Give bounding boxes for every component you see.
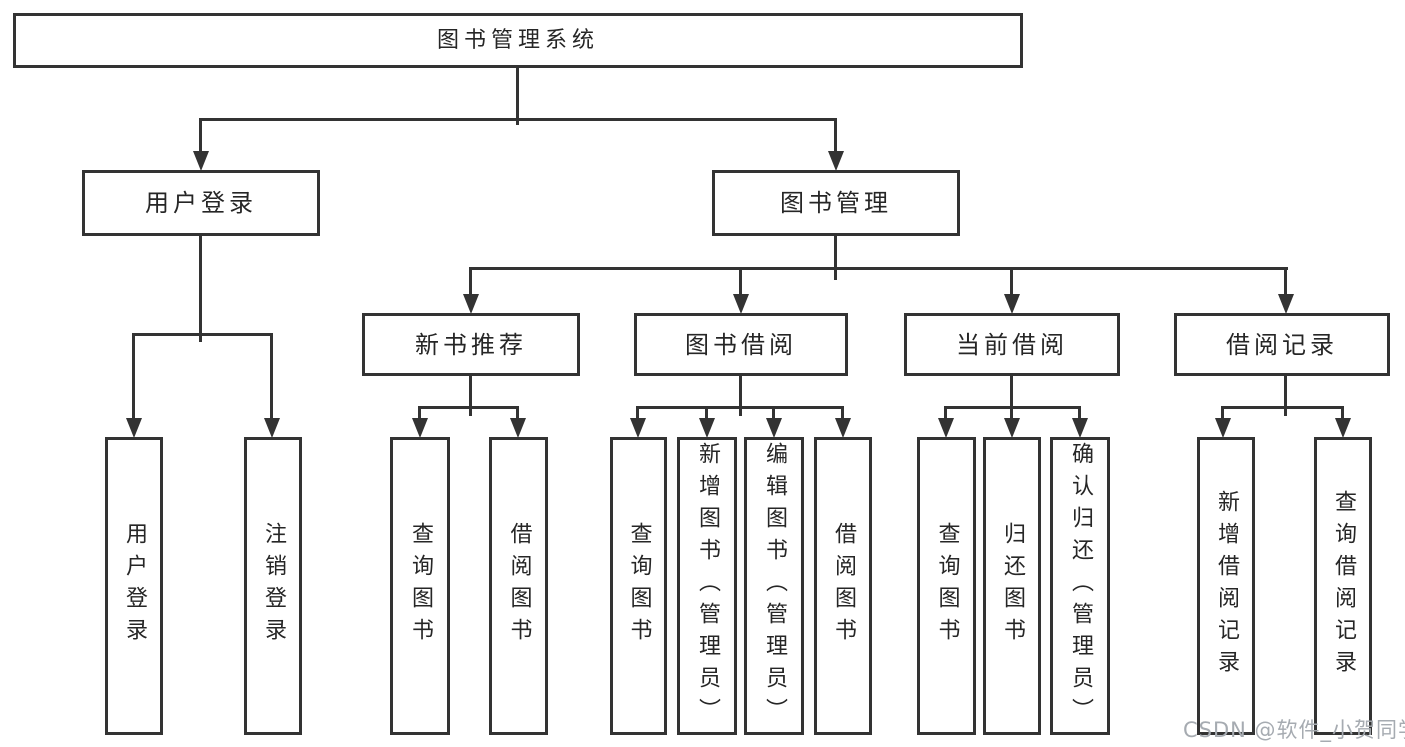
node-leaf-user-login: 用户登录: [105, 437, 163, 735]
node-user-login: 用户登录: [82, 170, 320, 236]
node-label: 确认归还（管理员）: [1068, 442, 1093, 730]
node-book-management: 图书管理: [712, 170, 960, 236]
connector-hline: [200, 118, 837, 121]
node-label: 借阅图书: [506, 522, 532, 650]
connector-vline: [834, 236, 837, 280]
node-label: 图书借阅: [685, 330, 797, 359]
node-label: 新增图书（管理员）: [695, 442, 720, 730]
connector-vline: [132, 333, 135, 419]
arrow-down-icon: [766, 418, 782, 438]
node-bb-add-books-admin: 新增图书（管理员）: [677, 437, 737, 735]
watermark: CSDN @软件_小贺同学: [1183, 718, 1405, 742]
node-label: 编辑图书（管理员）: [762, 442, 787, 730]
connector-hline: [470, 267, 1288, 270]
node-label: 图书管理系统: [436, 27, 599, 53]
node-cb-confirm-return-admin: 确认归还（管理员）: [1050, 437, 1110, 735]
connector-hline: [637, 406, 844, 409]
connector-hline: [133, 333, 273, 336]
connector-vline: [1284, 267, 1287, 295]
connector-vline: [516, 406, 519, 419]
arrow-down-icon: [1335, 418, 1351, 438]
connector-vline: [270, 333, 273, 419]
node-label: 用户登录: [145, 189, 257, 217]
connector-vline: [834, 118, 837, 152]
arrow-down-icon: [835, 418, 851, 438]
connector-vline: [1221, 406, 1224, 419]
connector-vline: [516, 68, 519, 125]
arrow-down-icon: [1278, 294, 1294, 314]
node-label: 新增借阅记录: [1214, 490, 1239, 682]
node-bb-query-books: 查询图书: [610, 437, 667, 735]
connector-vline: [841, 406, 844, 419]
connector-vline: [1341, 406, 1344, 419]
connector-vline: [705, 406, 708, 419]
connector-vline: [1078, 406, 1081, 419]
connector-vline: [199, 236, 202, 342]
connector-hline: [945, 406, 1081, 409]
connector-vline: [1010, 376, 1013, 416]
node-current-borrowing: 当前借阅: [904, 313, 1120, 376]
connector-vline: [636, 406, 639, 419]
node-br-query-record: 查询借阅记录: [1314, 437, 1372, 735]
connector-hline: [419, 406, 519, 409]
node-label: 查询图书: [934, 522, 960, 650]
node-label: 新书推荐: [415, 330, 527, 359]
arrow-down-icon: [126, 418, 142, 438]
arrow-down-icon: [193, 151, 209, 171]
node-label: 查询图书: [626, 522, 652, 650]
arrow-down-icon: [1072, 418, 1088, 438]
arrow-down-icon: [733, 294, 749, 314]
node-label: 借阅记录: [1226, 330, 1338, 359]
connector-hline: [1222, 406, 1342, 409]
connector-vline: [772, 406, 775, 419]
connector-vline: [199, 118, 202, 152]
node-br-add-record: 新增借阅记录: [1197, 437, 1255, 735]
node-root: 图书管理系统: [13, 13, 1023, 68]
node-leaf-logout: 注销登录: [244, 437, 302, 735]
arrow-down-icon: [1004, 294, 1020, 314]
node-label: 用户登录: [122, 522, 147, 650]
node-new-book-recommend: 新书推荐: [362, 313, 580, 376]
arrow-down-icon: [463, 294, 479, 314]
connector-vline: [1284, 376, 1287, 416]
node-rec-query-books: 查询图书: [390, 437, 450, 735]
arrow-down-icon: [699, 418, 715, 438]
node-label: 图书管理: [780, 189, 892, 217]
node-label: 借阅图书: [831, 522, 856, 650]
node-cb-query-books: 查询图书: [917, 437, 976, 735]
node-bb-edit-books-admin: 编辑图书（管理员）: [744, 437, 804, 735]
connector-vline: [1010, 267, 1013, 295]
connector-vline: [944, 406, 947, 419]
node-label: 当前借阅: [956, 330, 1068, 359]
connector-vline: [469, 376, 472, 416]
node-label: 注销登录: [261, 522, 286, 650]
node-rec-borrow-books: 借阅图书: [489, 437, 548, 735]
connector-vline: [739, 267, 742, 295]
arrow-down-icon: [510, 418, 526, 438]
node-label: 归还图书: [1000, 522, 1025, 650]
node-borrow-records: 借阅记录: [1174, 313, 1390, 376]
arrow-down-icon: [412, 418, 428, 438]
node-bb-borrow-books: 借阅图书: [814, 437, 872, 735]
arrow-down-icon: [1215, 418, 1231, 438]
connector-vline: [739, 376, 742, 416]
arrow-down-icon: [630, 418, 646, 438]
arrow-down-icon: [828, 151, 844, 171]
connector-vline: [1010, 406, 1013, 419]
node-book-borrowing: 图书借阅: [634, 313, 848, 376]
arrow-down-icon: [264, 418, 280, 438]
node-cb-return-books: 归还图书: [983, 437, 1041, 735]
connector-vline: [469, 267, 472, 295]
arrow-down-icon: [938, 418, 954, 438]
node-label: 查询图书: [408, 522, 433, 650]
connector-vline: [418, 406, 421, 419]
arrow-down-icon: [1004, 418, 1020, 438]
node-label: 查询借阅记录: [1331, 490, 1356, 682]
